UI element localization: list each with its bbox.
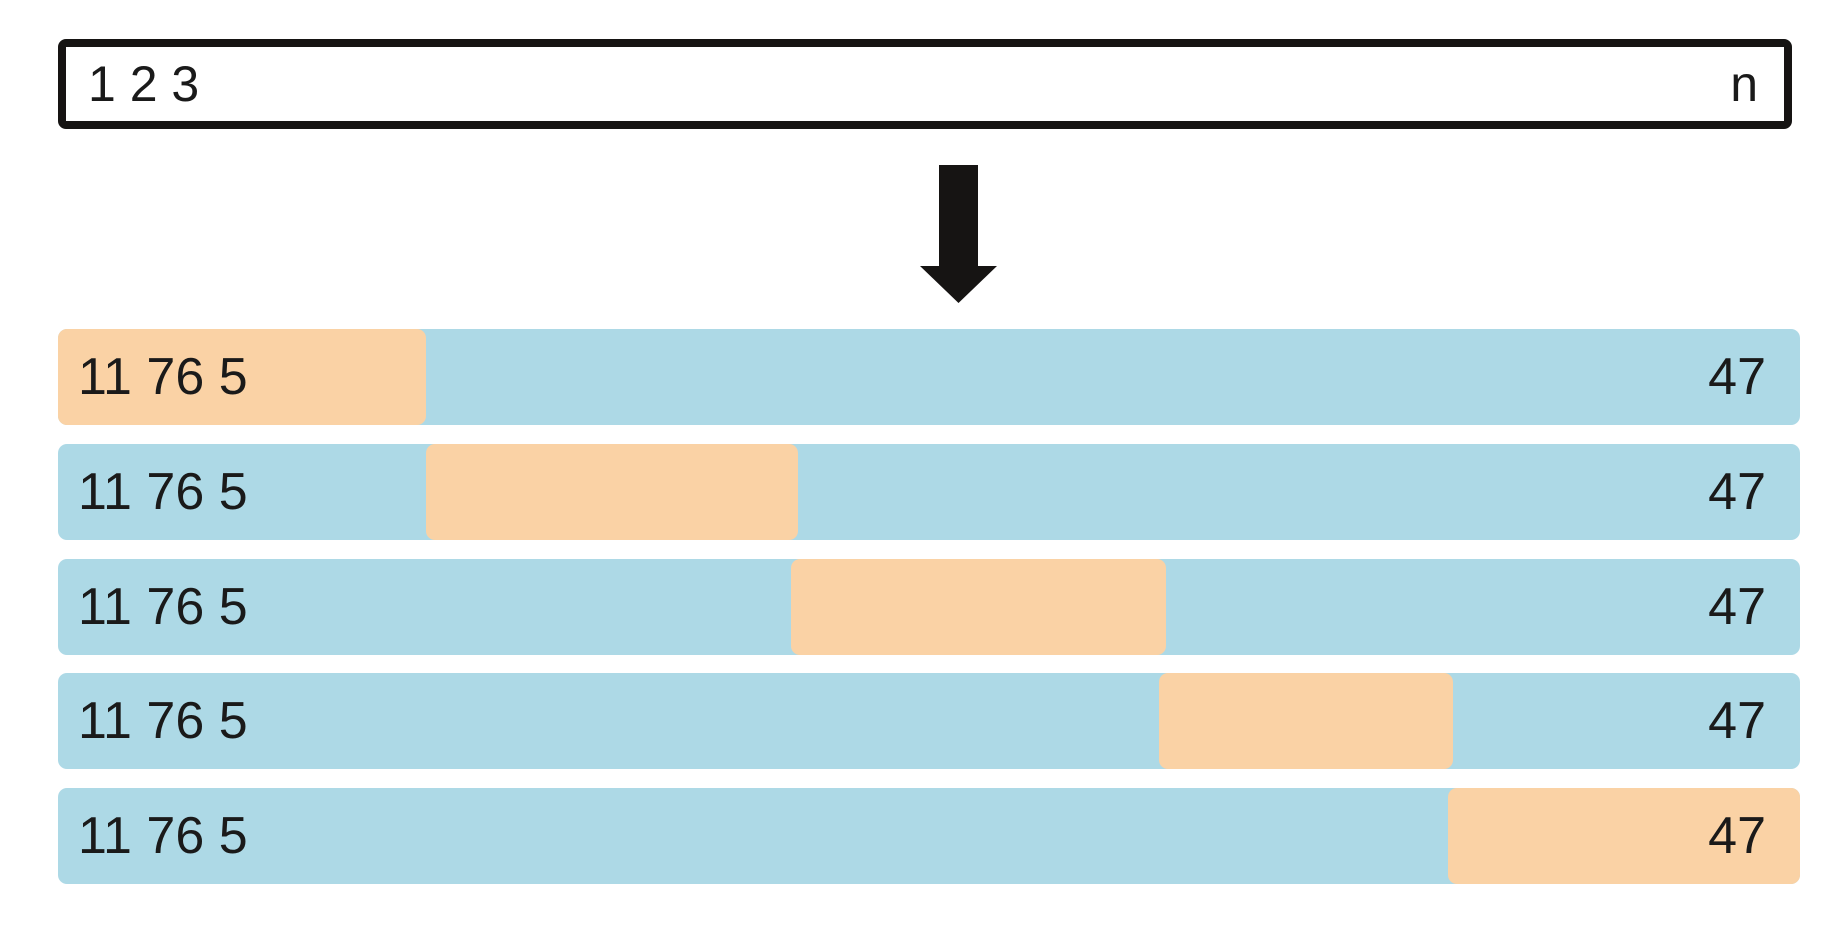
- bar-right-label: 47: [1708, 348, 1766, 406]
- down-arrow-icon: [920, 165, 997, 303]
- window-segment: [58, 329, 426, 425]
- bar-left-label: 11 76 5: [78, 692, 248, 751]
- sliding-window-bar: 11 76 5 47: [58, 788, 1800, 884]
- window-segment: [425, 443, 799, 540]
- sliding-window-bar: 11 76 5 47: [58, 443, 1800, 540]
- array-start-label: 1 2 3: [88, 56, 200, 112]
- window-segment: [1158, 673, 1454, 770]
- bar-right-label: 47: [1708, 462, 1766, 521]
- bar-right-label: 47: [1708, 807, 1766, 865]
- bar-right-label: 47: [1708, 577, 1766, 636]
- bar-labels: 11 76 5 47: [58, 444, 1800, 540]
- array-end-label: n: [1730, 56, 1758, 112]
- bar-right-label: 47: [1708, 692, 1766, 751]
- bar-left-label: 11 76 5: [78, 807, 248, 865]
- window-segment: [791, 558, 1166, 655]
- bar-left-label: 11 76 5: [78, 348, 248, 406]
- sliding-window-bar: 11 76 5 47: [58, 558, 1800, 655]
- bar-labels: 11 76 5 47: [58, 329, 1800, 425]
- bar-labels: 11 76 5 47: [58, 788, 1800, 884]
- bar-left-label: 11 76 5: [78, 462, 248, 521]
- sliding-window-bar: 11 76 5 47: [58, 329, 1800, 425]
- window-segment: [1448, 788, 1800, 884]
- bar-labels: 11 76 5 47: [58, 673, 1800, 769]
- array-box: 1 2 3 n: [58, 39, 1792, 129]
- bar-left-label: 11 76 5: [78, 577, 248, 636]
- bar-labels: 11 76 5 47: [58, 559, 1800, 655]
- sliding-window-bar: 11 76 5 47: [58, 673, 1800, 770]
